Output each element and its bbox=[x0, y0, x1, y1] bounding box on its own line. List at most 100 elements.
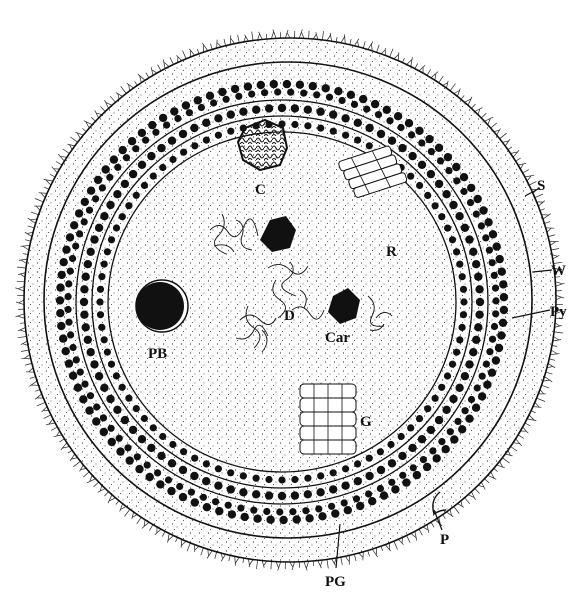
thylakoid-granule bbox=[261, 89, 268, 96]
thylakoid-granule bbox=[342, 132, 349, 139]
thylakoid-granule bbox=[202, 119, 210, 127]
thylakoid-granule bbox=[341, 482, 349, 490]
label-p: P bbox=[440, 532, 449, 548]
thylakoid-granule bbox=[100, 428, 108, 436]
sheath-hair bbox=[51, 427, 57, 430]
sheath-hair bbox=[518, 435, 524, 439]
thylakoid-granule bbox=[81, 381, 88, 388]
thylakoid-granule bbox=[420, 456, 427, 463]
thylakoid-granule bbox=[244, 82, 252, 90]
sheath-hair bbox=[18, 316, 25, 318]
thylakoid-granule bbox=[163, 122, 170, 129]
sheath-hair bbox=[39, 193, 47, 194]
sheath-hair bbox=[548, 235, 555, 237]
sheath-hair bbox=[394, 541, 398, 549]
thylakoid-granule bbox=[418, 139, 425, 146]
thylakoid-granule bbox=[123, 154, 130, 161]
sheath-hair bbox=[17, 267, 26, 268]
sheath-hair bbox=[105, 100, 109, 108]
sheath-hair bbox=[450, 84, 455, 91]
sheath-hair bbox=[363, 41, 365, 48]
thylakoid-granule bbox=[141, 182, 148, 189]
thylakoid-granule bbox=[467, 184, 475, 192]
thylakoid-granule bbox=[152, 129, 159, 136]
sheath-hair bbox=[149, 525, 153, 531]
thylakoid-granule bbox=[168, 137, 176, 145]
thylakoid-granule bbox=[326, 94, 333, 101]
thylakoid-granule bbox=[363, 106, 370, 113]
sheath-hair bbox=[327, 560, 328, 569]
thylakoid-granule bbox=[499, 319, 507, 327]
thylakoid-granule bbox=[456, 261, 463, 268]
thylakoid-granule bbox=[174, 115, 181, 122]
thylakoid-granule bbox=[84, 260, 92, 268]
thylakoid-granule bbox=[121, 180, 129, 188]
thylakoid-granule bbox=[90, 235, 98, 243]
sheath-hair bbox=[549, 359, 555, 360]
sheath-hair bbox=[431, 522, 434, 527]
thylakoid-granule bbox=[100, 414, 107, 421]
sheath-hair bbox=[158, 65, 161, 71]
sheath-hair bbox=[523, 427, 529, 433]
thylakoid-granule bbox=[206, 92, 214, 100]
thylakoid-granule bbox=[418, 435, 426, 443]
sheath-hair bbox=[248, 559, 249, 567]
thylakoid-granule bbox=[433, 454, 441, 462]
thylakoid-granule bbox=[69, 372, 77, 380]
label-r: R bbox=[386, 244, 397, 260]
thylakoid-granule bbox=[447, 428, 454, 435]
sheath-hair bbox=[170, 57, 174, 64]
thylakoid-granule bbox=[472, 336, 480, 344]
sheath-hair bbox=[59, 439, 64, 442]
thylakoid-granule bbox=[478, 222, 485, 229]
sheath-hair bbox=[162, 531, 165, 536]
thylakoid-granule bbox=[486, 348, 493, 355]
thylakoid-granule bbox=[180, 448, 187, 455]
sheath-hair bbox=[262, 561, 264, 568]
thylakoid-granule bbox=[227, 128, 234, 135]
thylakoid-granule bbox=[316, 108, 324, 116]
thylakoid-granule bbox=[279, 516, 287, 524]
thylakoid-granule bbox=[159, 114, 167, 122]
label-w: W bbox=[551, 263, 566, 279]
thylakoid-granule bbox=[200, 494, 207, 501]
thylakoid-granule bbox=[479, 373, 486, 380]
sheath-hair bbox=[485, 479, 489, 483]
sheath-hair bbox=[63, 149, 70, 154]
thylakoid-granule bbox=[484, 218, 492, 226]
thylakoid-granule bbox=[398, 144, 406, 152]
sheath-hair bbox=[23, 246, 29, 250]
thylakoid-granule bbox=[458, 425, 466, 433]
sheath-hair bbox=[177, 55, 182, 60]
sheath-hair bbox=[513, 150, 519, 157]
thylakoid-granule bbox=[304, 475, 311, 482]
sheath-hair bbox=[25, 240, 31, 241]
thylakoid-granule bbox=[449, 201, 457, 209]
thylakoid-granule bbox=[460, 188, 467, 195]
label-py: Py bbox=[550, 304, 567, 320]
thylakoid-granule bbox=[214, 482, 222, 490]
thylakoid-granule bbox=[146, 473, 154, 481]
thylakoid-granule bbox=[76, 230, 83, 237]
thylakoid-granule bbox=[475, 285, 483, 293]
sheath-hair bbox=[431, 72, 438, 78]
sheath-hair bbox=[330, 33, 331, 41]
sheath-hair bbox=[42, 407, 47, 412]
sheath-hair bbox=[505, 454, 512, 456]
sheath-hair bbox=[553, 340, 561, 341]
sheath-hair bbox=[87, 479, 96, 483]
thylakoid-granule bbox=[304, 122, 311, 129]
sheath-hair bbox=[516, 439, 522, 446]
thylakoid-granule bbox=[108, 438, 116, 446]
thylakoid-granule bbox=[125, 395, 132, 402]
thylakoid-granule bbox=[353, 495, 360, 502]
thylakoid-granule bbox=[415, 127, 423, 135]
thylakoid-granule bbox=[354, 460, 361, 467]
thylakoid-granule bbox=[423, 463, 431, 471]
thylakoid-granule bbox=[496, 255, 504, 263]
thylakoid-granule bbox=[66, 233, 74, 241]
thylakoid-granule bbox=[80, 311, 88, 319]
thylakoid-granule bbox=[215, 507, 223, 515]
sheath-hair bbox=[257, 560, 258, 569]
sheath-hair bbox=[533, 407, 541, 408]
